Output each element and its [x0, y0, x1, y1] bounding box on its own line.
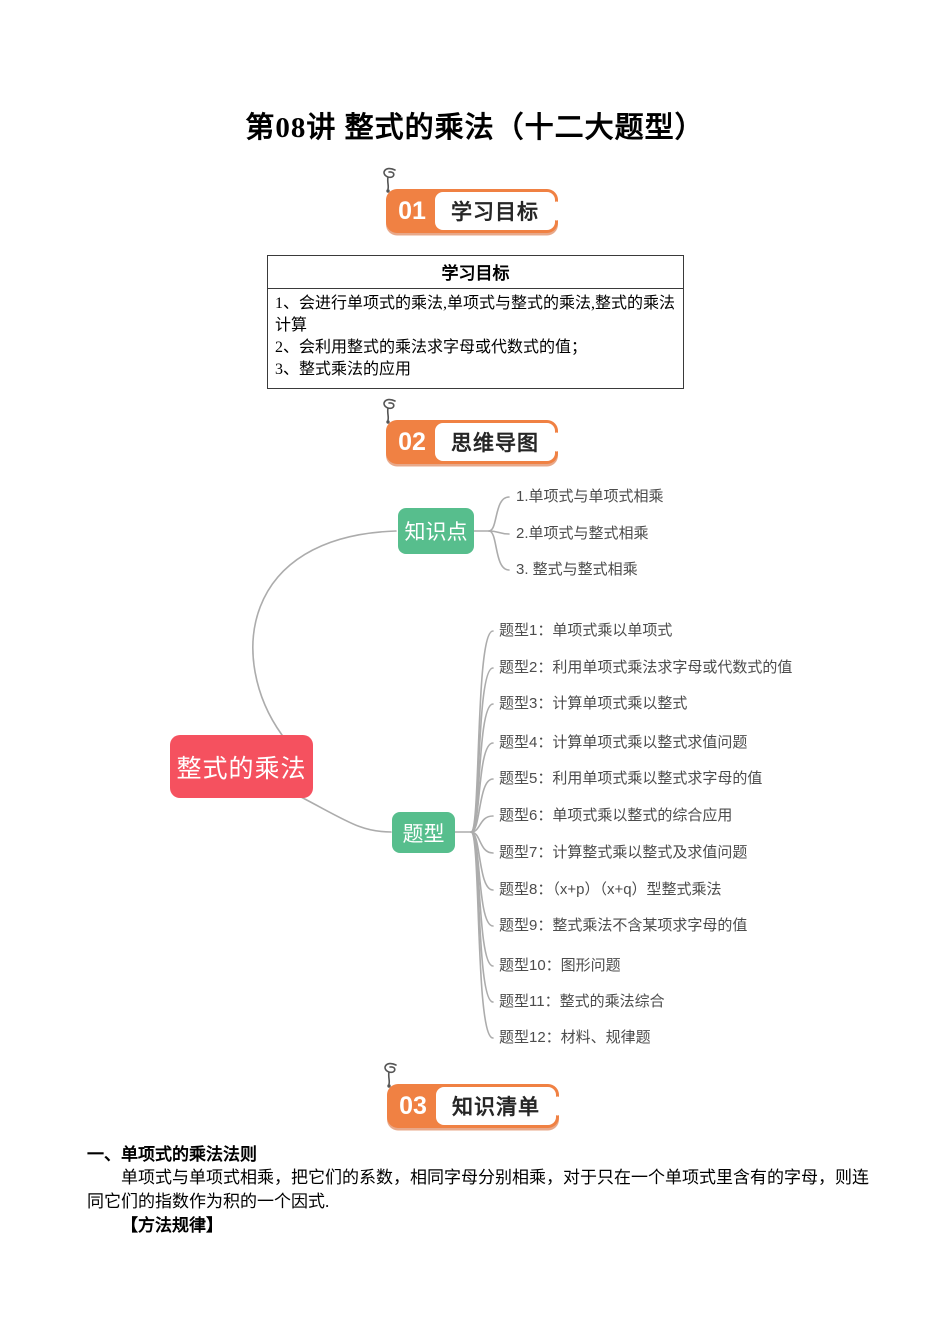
goals-body: 1、会进行单项式的乘法,单项式与整式的乘法,整式的乘法计算 2、会利用整式的乘法… [268, 289, 683, 388]
goal-item: 2、会利用整式的乘法求字母或代数式的值； [275, 339, 588, 356]
topic-leaf: 题型3：计算单项式乘以整式 [499, 695, 688, 712]
learning-goals-table: 学习目标 1、会进行单项式的乘法,单项式与整式的乘法,整式的乘法计算 2、会利用… [267, 255, 684, 389]
mind-map: 整式的乘法 知识点 题型 1.单项式与单项式相乘 2.单项式与整式相乘 3. 整… [0, 470, 950, 1082]
topic-leaf: 题型7：计算整式乘以整式及求值问题 [499, 844, 748, 861]
pin-doodle-icon [383, 398, 396, 424]
section-number: 03 [399, 1091, 427, 1120]
topic-leaf: 题型12：材料、规律题 [499, 1029, 651, 1046]
pin-doodle-icon [384, 1062, 397, 1088]
section-badge-knowledge-list: 03 知识清单 [384, 1062, 561, 1128]
mindmap-branch-topics: 题型 [392, 812, 455, 853]
page-title: 第08讲 整式的乘法（十二大题型） [245, 112, 705, 144]
mindmap-root-node: 整式的乘法 [170, 735, 313, 798]
topic-leaf: 题型9：整式乘法不含某项求字母的值 [499, 917, 748, 934]
section-badge-learning-goals: 01 学习目标 [383, 167, 560, 233]
topic-leaf: 题型8：（x+p）（x+q）型整式乘法 [499, 881, 722, 898]
topic-leaf: 题型5：利用单项式乘以整式求字母的值 [499, 770, 763, 787]
pin-doodle-icon [383, 167, 396, 193]
badge-notch [554, 1096, 561, 1116]
badge-notch [553, 432, 560, 452]
knowledge-leaf: 3. 整式与整式相乘 [516, 561, 638, 578]
topic-leaf: 题型6：单项式乘以整式的综合应用 [499, 807, 733, 824]
rule-heading: 一、单项式的乘法法则 [87, 1145, 257, 1164]
topic-leaf: 题型2：利用单项式乘法求字母或代数式的值 [499, 659, 793, 676]
goal-item: 1、会进行单项式的乘法,单项式与整式的乘法,整式的乘法计算 [275, 295, 676, 334]
knowledge-list-section: 一、单项式的乘法法则 单项式与单项式相乘，把它们的系数，相同字母分别相乘，对于只… [87, 1143, 875, 1238]
topic-leaf: 题型1：单项式乘以单项式 [499, 622, 673, 639]
method-rule-label: 【方法规律】 [121, 1216, 223, 1235]
topic-leaf: 题型11：整式的乘法综合 [499, 993, 665, 1010]
knowledge-leaf: 2.单项式与整式相乘 [516, 525, 649, 542]
section-number: 02 [398, 427, 426, 456]
section-label: 学习目标 [435, 192, 555, 230]
rule-paragraph: 单项式与单项式相乘，把它们的系数，相同字母分别相乘，对于只在一个单项式里含有的字… [87, 1168, 869, 1211]
section-label: 思维导图 [435, 423, 555, 461]
section-label: 知识清单 [436, 1087, 556, 1125]
goals-header: 学习目标 [268, 256, 683, 289]
knowledge-leaf: 1.单项式与单项式相乘 [516, 488, 664, 505]
topic-leaf: 题型4：计算单项式乘以整式求值问题 [499, 734, 748, 751]
mindmap-branch-knowledge: 知识点 [398, 508, 474, 554]
section-number: 01 [398, 196, 426, 225]
section-badge-mind-map: 02 思维导图 [383, 398, 560, 464]
goal-item: 3、整式乘法的应用 [275, 361, 412, 378]
mind-map-connectors [252, 496, 510, 1039]
topic-leaf: 题型10：图形问题 [499, 957, 621, 974]
badge-notch [553, 201, 560, 221]
